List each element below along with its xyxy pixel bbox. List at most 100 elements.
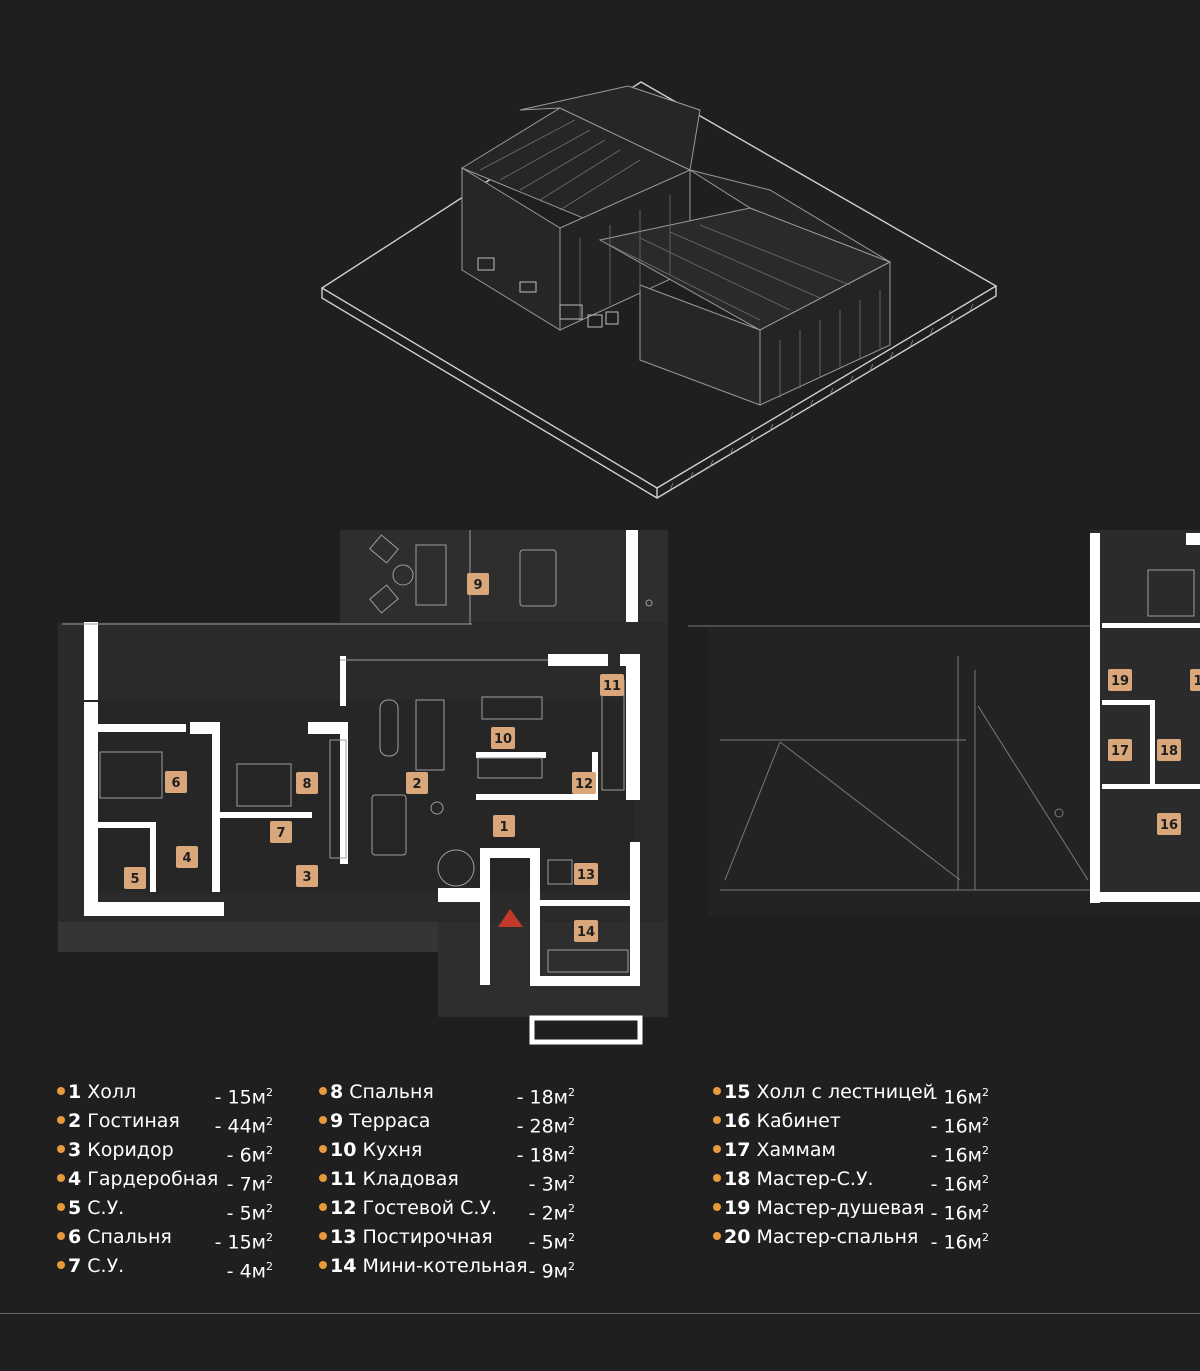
orange-dot-icon — [57, 1203, 65, 1211]
orange-dot-icon — [57, 1087, 65, 1095]
legend-item-name: Спальня — [349, 1081, 434, 1103]
legend-item-area-value: - 15м — [214, 1086, 266, 1109]
legend-item-name: С.У. — [87, 1255, 125, 1277]
legend-item-area: - 16м2 — [931, 1078, 989, 1112]
legend-item: 5 С.У.- 5м2 — [57, 1194, 273, 1224]
legend-item: 9 Терраса- 28м2 — [319, 1107, 575, 1137]
room-label-17: 17 — [1111, 744, 1129, 759]
orange-dot-icon — [319, 1232, 327, 1240]
legend-item-name: Мастер-душевая — [756, 1197, 925, 1219]
legend-item-area: - 44м2 — [215, 1107, 273, 1141]
orange-dot-icon — [713, 1116, 721, 1124]
legend-item-area: - 5м2 — [227, 1194, 273, 1228]
legend-item-name: Мини-котельная — [362, 1255, 528, 1277]
legend-item: 4 Гардеробная- 7м2 — [57, 1165, 273, 1195]
legend-item-name: Спальня — [87, 1226, 172, 1248]
legend-item-area: - 9м2 — [529, 1252, 575, 1286]
legend-item-area-value: - 16м — [930, 1144, 982, 1167]
legend-item-area-value: - 44м — [214, 1115, 266, 1138]
room-label-16: 16 — [1160, 818, 1178, 833]
legend-item-name: С.У. — [87, 1197, 125, 1219]
legend-item-area: - 3м2 — [529, 1165, 575, 1199]
slab-edge-hatch — [669, 303, 974, 491]
legend-item-name: Терраса — [349, 1110, 431, 1132]
legend-item-number: 4 — [68, 1168, 82, 1190]
orange-dot-icon — [57, 1145, 65, 1153]
legend-item-area-unit: 2 — [568, 1144, 575, 1157]
legend-item-area-value: - 16м — [930, 1115, 982, 1138]
footer-divider — [0, 1313, 1200, 1314]
room-label-6: 6 — [171, 776, 180, 791]
legend-item-name: Гардеробная — [87, 1168, 219, 1190]
legend-item-number: 2 — [68, 1110, 82, 1132]
legend-item-name: Холл — [87, 1081, 137, 1103]
legend-item-area-value: - 16м — [930, 1202, 982, 1225]
legend-item-area-unit: 2 — [266, 1115, 273, 1128]
legend-item-area-value: - 3м — [528, 1173, 568, 1196]
room-label-8: 8 — [302, 777, 311, 792]
orange-dot-icon — [319, 1087, 327, 1095]
legend-item-area-unit: 2 — [568, 1115, 575, 1128]
legend-item-area-unit: 2 — [266, 1231, 273, 1244]
legend-item-area: - 16м2 — [931, 1107, 989, 1141]
legend-item-area: - 5м2 — [529, 1223, 575, 1257]
legend-item-number: 7 — [68, 1255, 82, 1277]
legend-item-number: 16 — [724, 1110, 751, 1132]
legend-item: 16 Кабинет- 16м2 — [713, 1107, 989, 1137]
legend-item-area: - 18м2 — [517, 1136, 575, 1170]
legend-item: 7 С.У.- 4м2 — [57, 1252, 273, 1282]
legend-item-area-value: - 15м — [214, 1231, 266, 1254]
legend-item-area-value: - 5м — [528, 1231, 568, 1254]
legend-item-area-value: - 16м — [930, 1231, 982, 1254]
orange-dot-icon — [713, 1174, 721, 1182]
legend-item-area-unit: 2 — [982, 1231, 989, 1244]
second-floor-plan — [688, 530, 1200, 916]
legend-item-area: - 16м2 — [931, 1194, 989, 1228]
orange-dot-icon — [319, 1261, 327, 1269]
legend-item-name: Коридор — [87, 1139, 174, 1161]
orange-dot-icon — [319, 1116, 327, 1124]
legend-item-name: Гостиная — [87, 1110, 180, 1132]
legend-item-area: - 4м2 — [227, 1252, 273, 1286]
orange-dot-icon — [57, 1116, 65, 1124]
legend-item: 8 Спальня- 18м2 — [319, 1078, 575, 1108]
orange-dot-icon — [57, 1261, 65, 1269]
legend-item-area-value: - 2м — [528, 1202, 568, 1225]
room-badges — [124, 573, 1200, 942]
legend-item-number: 18 — [724, 1168, 751, 1190]
room-label-2: 2 — [412, 777, 421, 792]
room-label-13: 13 — [577, 868, 595, 883]
orange-dot-icon — [57, 1174, 65, 1182]
orange-dot-icon — [713, 1145, 721, 1153]
room-label-1: 1 — [499, 820, 508, 835]
room-label-11: 11 — [603, 679, 621, 694]
legend-item-area-value: - 4м — [226, 1260, 266, 1283]
legend-item-name: Кладовая — [362, 1168, 459, 1190]
legend-item: 10 Кухня- 18м2 — [319, 1136, 575, 1166]
legend-item-number: 8 — [330, 1081, 344, 1103]
legend-item-name: Хаммам — [756, 1139, 836, 1161]
legend-item-area-unit: 2 — [982, 1202, 989, 1215]
room-label-10: 10 — [494, 732, 512, 747]
room-label-18: 18 — [1160, 744, 1178, 759]
orange-dot-icon — [319, 1203, 327, 1211]
legend-item-number: 13 — [330, 1226, 357, 1248]
legend-item-area-unit: 2 — [568, 1173, 575, 1186]
room-label-3: 3 — [302, 870, 311, 885]
legend-item-area: - 18м2 — [517, 1078, 575, 1112]
legend-item: 15 Холл с лестницей- 16м2 — [713, 1078, 989, 1108]
legend-item-area-unit: 2 — [982, 1086, 989, 1099]
room-label-1-partial: 1 — [1193, 674, 1200, 689]
legend-item-name: Постирочная — [362, 1226, 493, 1248]
legend-item-name: Мастер-С.У. — [756, 1168, 874, 1190]
legend-item-area-unit: 2 — [568, 1086, 575, 1099]
legend-item: 14 Мини-котельная- 9м2 — [319, 1252, 575, 1282]
legend-item-area: - 16м2 — [931, 1136, 989, 1170]
legend-item-area: - 7м2 — [227, 1165, 273, 1199]
room-label-19: 19 — [1111, 674, 1129, 689]
orange-dot-icon — [713, 1087, 721, 1095]
legend-item: 6 Спальня- 15м2 — [57, 1223, 273, 1254]
legend-item: 3 Коридор- 6м2 — [57, 1136, 273, 1167]
legend-item: 18 Мастер-С.У.- 16м2 — [713, 1165, 989, 1195]
legend-item-area-value: - 6м — [226, 1144, 266, 1167]
